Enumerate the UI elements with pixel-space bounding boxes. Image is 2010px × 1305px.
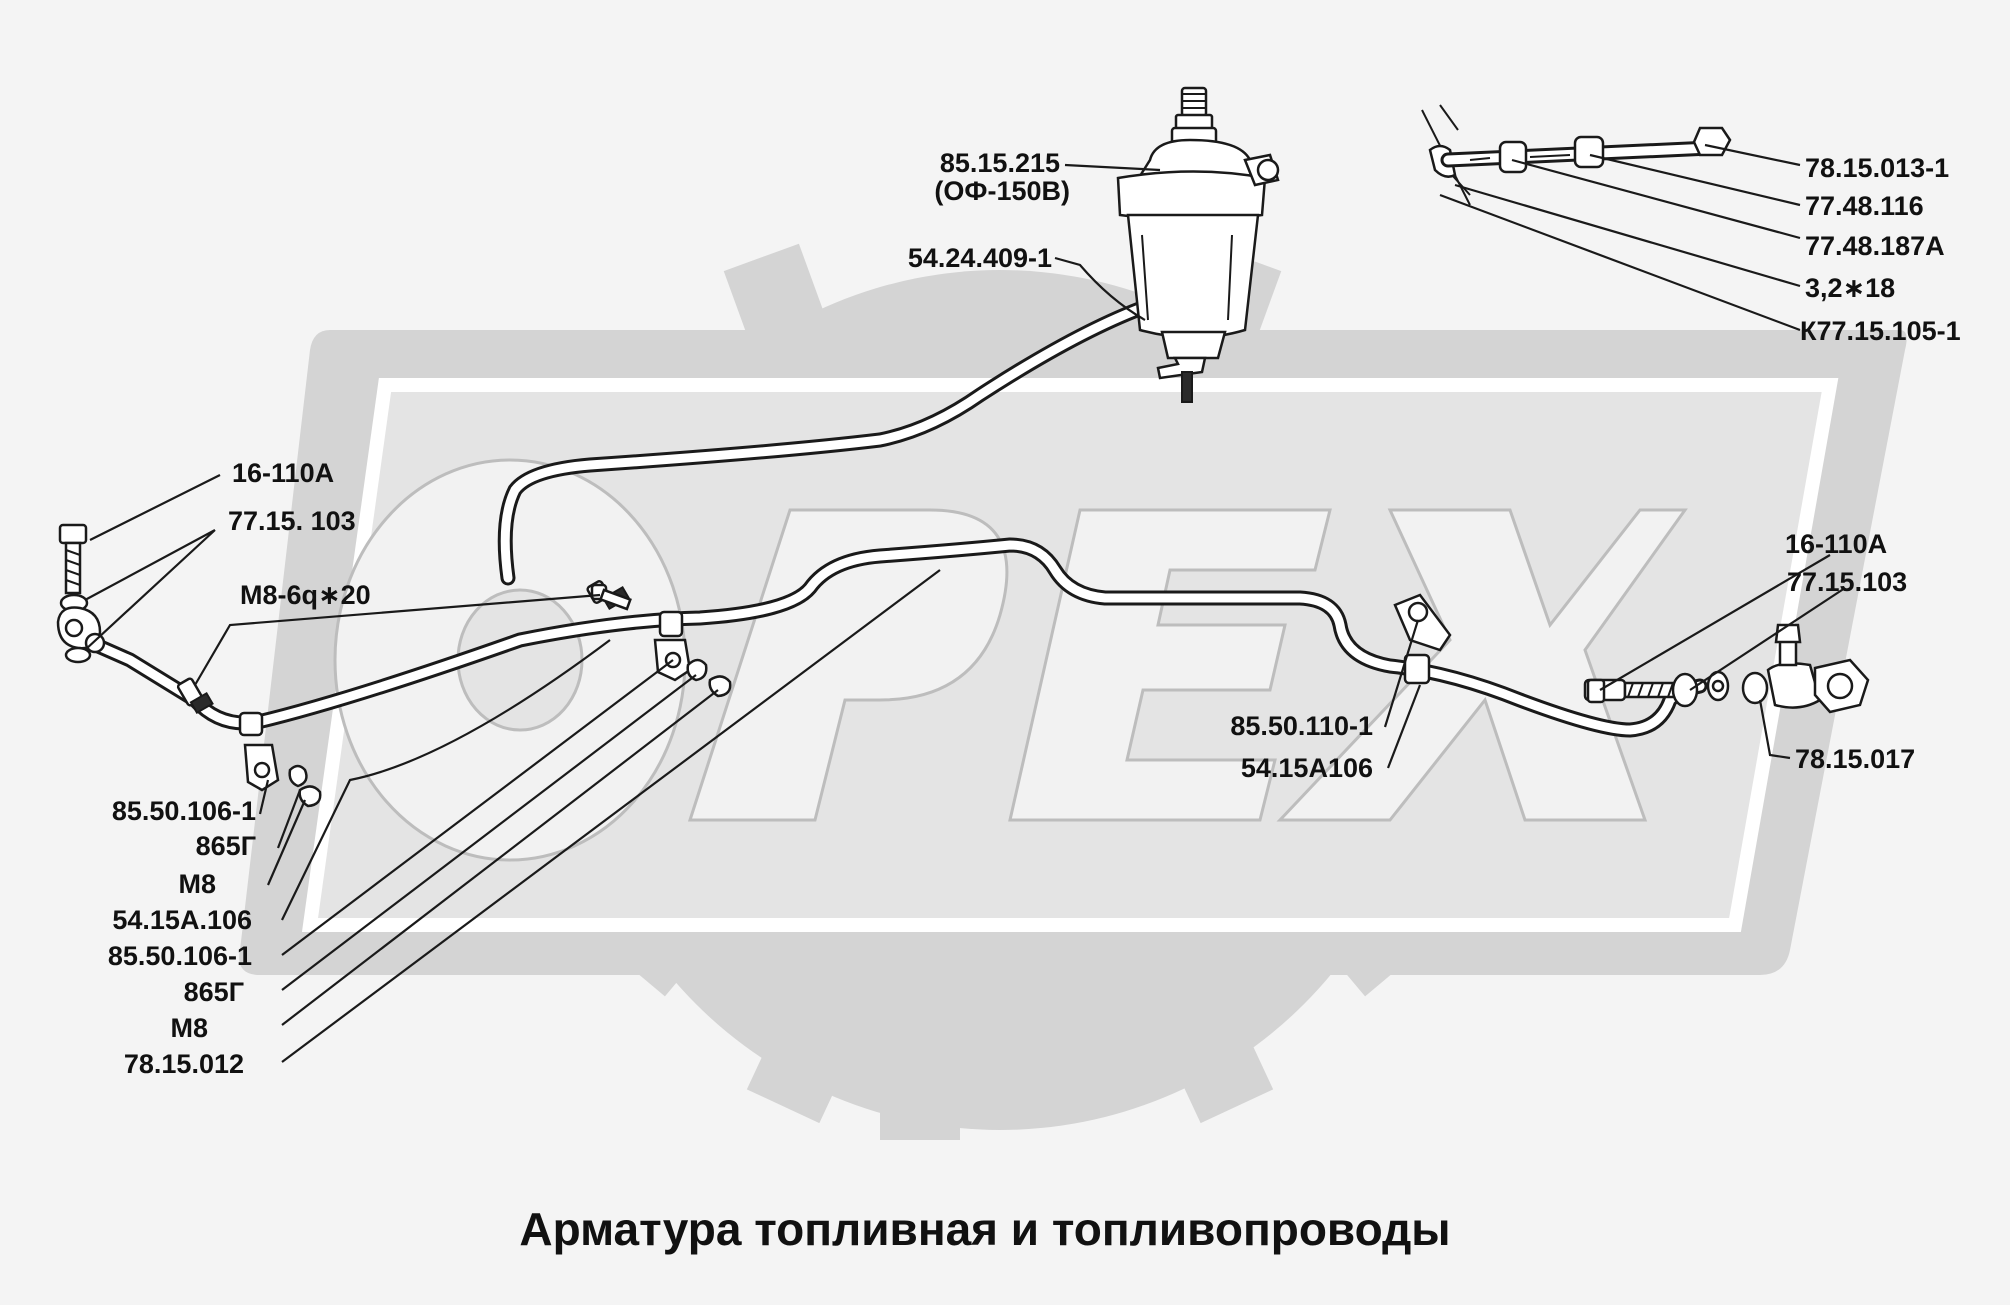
watermark-letters xyxy=(333,458,1688,862)
label-right-clamp: 85.50.110-1 xyxy=(1230,711,1373,741)
diagram-caption: Арматура топливная и топливопроводы xyxy=(519,1203,1450,1255)
label-filter-part: 85.15.215 xyxy=(940,148,1060,178)
label-filter-model: (ОФ-150В) xyxy=(934,176,1070,206)
callout-labels: 85.15.215 (ОФ-150В) 54.24.409-1 78.15.01… xyxy=(108,148,1961,1079)
label-top-bracket: К77.15.105-1 xyxy=(1800,316,1961,346)
label-filter-tube: 54.24.409-1 xyxy=(908,243,1052,273)
label-left-nut: М8 xyxy=(178,869,216,899)
right-clamp-group xyxy=(1393,593,1452,685)
bolt-right-icon xyxy=(1586,678,1606,704)
filter-tube xyxy=(497,247,1183,586)
label-top-sleeve: 77.48.116 xyxy=(1805,191,1924,221)
main-fuel-tube xyxy=(72,537,1708,738)
label-top-nut: 77.48.187А xyxy=(1805,231,1945,261)
label-left-washer: 77.15. 103 xyxy=(228,506,356,536)
label-mid-pad: 54.15А.106 xyxy=(112,905,252,935)
label-left-bolt: 16-110А xyxy=(232,458,334,488)
label-mid-clamp: 85.50.106-1 xyxy=(108,941,252,971)
leader-lines xyxy=(84,143,1846,1063)
label-left-lockwasher: 865Г xyxy=(196,831,256,861)
label-right-bolt: 16-110А xyxy=(1785,529,1887,559)
right-union-fitting xyxy=(1583,623,1870,714)
top-line-assembly xyxy=(1421,104,1732,206)
fuel-filter-icon xyxy=(1116,86,1280,403)
label-right-pad: 54.15А106 xyxy=(1241,753,1373,783)
label-mid-nut: М8 xyxy=(170,1013,208,1043)
label-top-pin: 3,2∗18 xyxy=(1805,273,1895,303)
label-main-tube: 78.15.012 xyxy=(124,1049,244,1079)
label-left-clamp: 85.50.106-1 xyxy=(112,796,256,826)
left-clamp-group xyxy=(176,677,322,808)
label-right-washer: 77.15.103 xyxy=(1787,567,1907,597)
label-left-screw: М8-6q∗20 xyxy=(240,580,371,610)
label-right-union: 78.15.017 xyxy=(1795,744,1915,774)
left-banjo-fitting xyxy=(56,523,106,664)
label-top-fitting: 78.15.013-1 xyxy=(1805,153,1949,183)
label-mid-lockwasher: 865Г xyxy=(184,977,244,1007)
